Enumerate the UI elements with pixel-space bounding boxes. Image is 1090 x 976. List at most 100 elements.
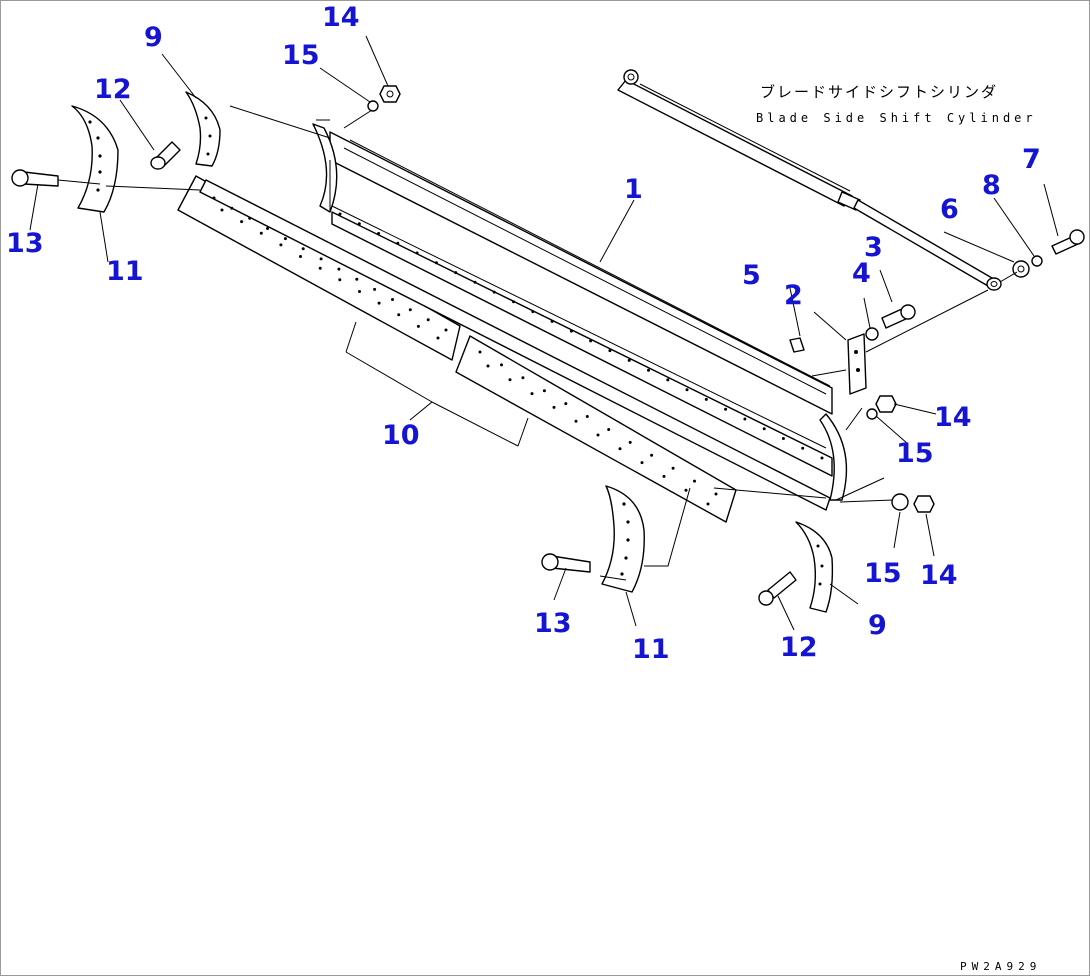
bolt-hole	[240, 220, 244, 224]
bolt-hole	[743, 417, 747, 421]
callout-14-bottom: 14	[920, 560, 958, 591]
bolt-12-bottom	[758, 571, 797, 606]
bolt-hole	[512, 300, 515, 304]
bolt-hole	[436, 336, 440, 340]
pin-5	[789, 337, 805, 353]
bolt-hole	[596, 433, 600, 437]
callout-8: 8	[982, 170, 1001, 201]
bolt-hole	[454, 271, 458, 275]
bolt-hole	[492, 290, 496, 294]
bolt-hole	[640, 461, 644, 465]
bolt-hole	[478, 350, 482, 354]
bolt-hole	[220, 208, 224, 212]
bolt-hole	[415, 251, 419, 255]
bolt-hole	[531, 310, 535, 314]
callout-13-bottom: 13	[534, 608, 572, 639]
cylinder-caption-jp: ブレードサイドシフトシリンダ	[760, 83, 998, 101]
washer-6	[1012, 260, 1030, 278]
washer-15-mid	[866, 408, 878, 420]
bolt-hole	[650, 453, 654, 457]
bolt-hole	[338, 278, 342, 282]
callout-15-mid: 15	[896, 438, 934, 469]
bolt-hole	[762, 427, 766, 431]
bolt-hole	[248, 216, 252, 220]
end-bit-bottom	[601, 485, 645, 593]
nut-14-bottom	[913, 495, 935, 513]
bolt-hole	[542, 389, 546, 393]
side-plate-top	[185, 91, 221, 167]
callout-12-left: 12	[94, 74, 132, 105]
bolt-hole	[662, 474, 666, 478]
bolt-hole	[666, 378, 670, 382]
callout-2: 2	[784, 280, 803, 311]
bolt-hole	[416, 324, 420, 328]
callout-6: 6	[940, 194, 959, 225]
bolt-hole	[301, 247, 305, 251]
bolt-hole	[618, 447, 622, 451]
bolt-hole	[396, 241, 400, 245]
bolt-hole	[299, 255, 302, 258]
bolt-hole	[671, 466, 675, 470]
callout-12-bottom: 12	[780, 632, 818, 663]
bolt-hole	[714, 492, 718, 496]
bolt-hole	[259, 231, 263, 235]
leader-lines	[29, 35, 1059, 631]
bolt-hole	[608, 349, 612, 353]
bolt-hole	[684, 488, 688, 492]
bolt-hole	[508, 378, 512, 382]
washer-15-bottom	[891, 493, 909, 511]
bolt-hole	[607, 428, 611, 431]
cylinder-caption-en: Blade Side Shift Cylinder	[756, 111, 1037, 125]
cutting-edge-right	[455, 335, 737, 523]
callout-14-top: 14	[322, 2, 360, 33]
end-bit-left	[71, 105, 119, 213]
bolt-hole	[585, 415, 589, 418]
washer-15-top	[367, 100, 379, 112]
bolt-hole	[434, 261, 438, 265]
bolt-hole	[530, 392, 534, 396]
bolt-hole	[801, 446, 805, 450]
bolt-hole	[279, 243, 283, 247]
bolt-hole	[212, 196, 216, 200]
bolt-hole	[552, 405, 556, 409]
bolt-hole	[473, 280, 477, 284]
bolt-13-bottom	[541, 553, 591, 573]
bolt-hole	[564, 402, 568, 406]
side-shift-cylinder: ブレードサイドシフトシリンダ Blade Side Shift Cylinder	[617, 69, 1037, 291]
callout-10: 10	[382, 420, 420, 451]
bolt-hole	[706, 502, 710, 506]
bolt-13-left	[11, 169, 59, 187]
bolt-hole	[627, 358, 631, 362]
bolt-hole	[574, 419, 578, 423]
bolt-hole	[693, 479, 696, 483]
washer-8	[1031, 255, 1043, 267]
bolt-hole	[338, 212, 342, 216]
bolt-hole	[319, 257, 323, 261]
bolt-hole	[358, 290, 361, 293]
bolt-hole	[500, 363, 503, 367]
bolt-hole	[486, 364, 490, 368]
bolt-hole	[337, 267, 341, 271]
side-plate-bottom	[795, 521, 834, 613]
bolt-hole	[355, 277, 359, 281]
bolt-hole	[704, 397, 708, 401]
bolt-hole	[820, 456, 824, 460]
callout-11-left: 11	[106, 256, 144, 287]
callout-numbers: 1 2 3 4 5 6 7 8 9 9 10 11 11 12 12 13 13…	[6, 2, 1041, 665]
plate-2	[847, 333, 867, 395]
bolt-hole	[685, 388, 689, 392]
callout-14-mid: 14	[934, 402, 972, 433]
nut-14-top	[379, 85, 401, 103]
callout-15-top: 15	[282, 40, 320, 71]
callout-7: 7	[1022, 144, 1041, 175]
bolt-holes	[212, 196, 824, 506]
bolt-hole	[408, 308, 412, 312]
bolt-hole	[266, 227, 269, 230]
callout-5: 5	[742, 260, 761, 291]
bolt-hole	[628, 440, 632, 444]
callout-13-left: 13	[6, 228, 44, 259]
callout-11-bottom: 11	[632, 634, 670, 665]
callout-9-bottom: 9	[868, 610, 887, 641]
bolt-hole	[444, 328, 448, 332]
